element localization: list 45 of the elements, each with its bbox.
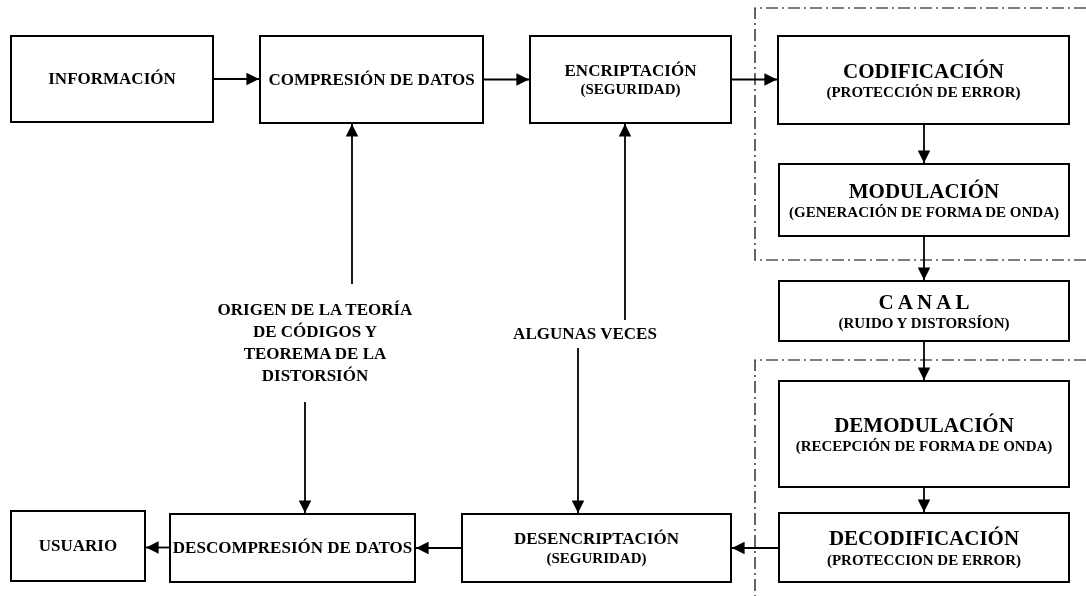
arrow <box>618 123 632 321</box>
box-title: COMPRESIÓN DE DATOS <box>268 69 475 90</box>
arrow <box>917 487 931 513</box>
box-subtitle: (PROTECCIÓN DE ERROR) <box>826 83 1021 102</box>
box-title: C A N A L <box>878 289 970 315</box>
process-box <box>778 280 1070 342</box>
arrow <box>298 401 312 514</box>
arrow <box>345 123 359 285</box>
process-box <box>169 513 416 583</box>
arrow <box>415 541 462 555</box>
arrow <box>145 541 170 554</box>
arrow <box>917 236 931 281</box>
process-box <box>778 380 1070 488</box>
annotation-text: ALGUNAS VECES <box>513 322 657 345</box>
box-title: DESCOMPRESIÓN DE DATOS <box>172 538 413 558</box>
box-title: CODIFICACIÓN <box>843 58 1004 84</box>
box-title: DESENCRIPTACIÓN <box>514 529 679 549</box>
process-box <box>10 510 146 582</box>
box-title: USUARIO <box>38 536 118 556</box>
arrow <box>731 73 778 86</box>
process-box <box>259 35 484 124</box>
process-box <box>529 35 732 124</box>
process-box <box>778 163 1070 237</box>
arrow <box>731 541 779 555</box>
box-subtitle: (RECEPCIÓN DE FORMA DE ONDA) <box>795 437 1053 456</box>
process-box <box>777 35 1070 125</box>
arrow <box>917 341 931 381</box>
annotation-text: ORIGEN DE LA TEORÍA DE CÓDIGOS Y TEOREMA DE LA DISTORSIÓN <box>216 298 414 388</box>
arrow <box>213 72 260 86</box>
process-box <box>10 35 214 123</box>
box-title: INFORMACIÓN <box>48 69 176 89</box>
arrow <box>571 347 585 514</box>
process-box <box>461 513 732 583</box>
box-title: DECODIFICACIÓN <box>828 526 1020 551</box>
box-subtitle: (RUIDO Y DISTORSÍON) <box>838 314 1010 333</box>
arrow <box>483 73 530 86</box>
box-subtitle: (GENERACIÓN DE FORMA DE ONDA) <box>789 203 1059 222</box>
box-title: MODULACIÓN <box>848 178 1000 204</box>
box-title: ENCRIPTACIÓN <box>564 60 697 81</box>
arrow <box>917 124 931 164</box>
box-title: DEMODULACIÓN <box>834 412 1014 438</box>
process-box <box>778 512 1070 583</box>
box-subtitle: (SEGURIDAD) <box>580 80 681 99</box>
box-subtitle: (PROTECCION DE ERROR) <box>826 550 1022 569</box>
box-subtitle: (SEGURIDAD) <box>546 548 647 567</box>
